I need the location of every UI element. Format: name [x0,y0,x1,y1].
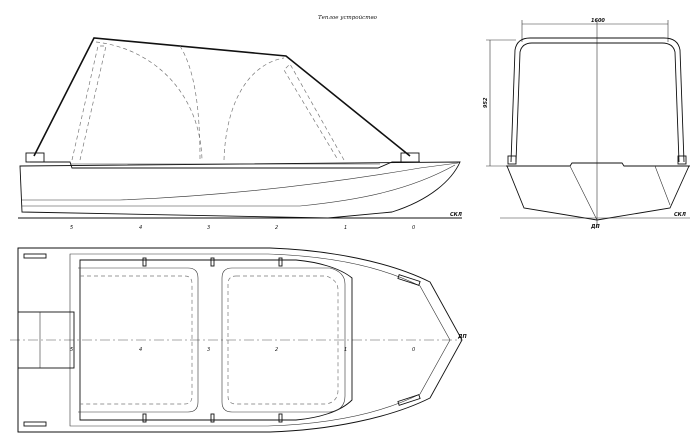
side-waterline-label: СКЛ [450,212,463,218]
front-waterline-label: СКЛ [674,212,687,218]
side-tent-hidden-arc-2 [223,57,285,161]
plan-hidden-aft [80,275,193,405]
drawing-title: Теплое устройство [318,15,378,21]
front-deck [506,162,690,167]
front-width-value: 1600 [591,18,605,24]
side-bracket-fwd [400,152,420,163]
plan-slot-aft-bottom [23,421,47,427]
side-frame-4: 4 [139,225,142,231]
side-tent-hidden-2 [283,63,345,161]
plan-mark-4 [142,413,147,423]
plan-frame-5: 5 [70,347,73,353]
front-centerline-label: ДП [590,224,600,230]
plan-frame-0: 0 [412,347,415,353]
plan-slot-aft-top [23,253,47,259]
plan-tent-frame-fwd [221,267,346,413]
side-frame-3: 3 [207,225,210,231]
plan-motor-well [17,311,75,369]
side-tent-frame [33,37,411,157]
side-keel-line [22,164,456,207]
side-chine-line [22,162,459,201]
front-height-value: 952 [483,97,489,108]
plan-view: 5 4 3 2 1 0 ДП [10,247,467,433]
plan-mark-5 [210,413,215,423]
plan-mark-6 [278,413,283,423]
plan-slot-bow-top [397,274,421,286]
plan-mark-2 [210,257,215,267]
side-tent-hidden-1 [71,45,107,161]
side-frame-0: 0 [412,225,415,231]
plan-frame-2: 2 [275,347,278,353]
side-frame-1: 1 [344,225,347,231]
plan-hull-outline [17,247,463,433]
side-frame-5: 5 [70,225,73,231]
front-hull [506,165,690,221]
side-gunwale [30,161,420,169]
side-tent-hidden-arc-1 [95,41,203,161]
plan-frame-4: 4 [139,347,142,353]
side-view: 5 4 3 2 1 0 СКЛ [18,37,463,231]
plan-frame-1: 1 [344,347,347,353]
front-bracket-l [507,155,517,165]
front-tent-arch-inner [515,42,680,163]
side-hull-outline [19,161,461,219]
front-tent-arch-outer [510,37,685,163]
plan-mark-1 [142,257,147,267]
plan-mark-3 [278,257,283,267]
front-view: 1600 952 СКЛ ДП [483,18,690,230]
side-frame-2: 2 [275,225,278,231]
side-tent-hidden-arc-3 [179,45,201,161]
side-bracket-aft [25,152,45,163]
plan-frame-3: 3 [207,347,210,353]
plan-gunwale-inner [69,253,451,427]
plan-slot-bow-bottom [397,394,421,406]
plan-tent-frame [79,259,353,421]
plan-centerline-label: ДП [457,334,467,340]
front-bracket-r [677,155,687,165]
plan-tent-frame-aft [78,267,199,413]
front-hull-inner [569,165,671,221]
